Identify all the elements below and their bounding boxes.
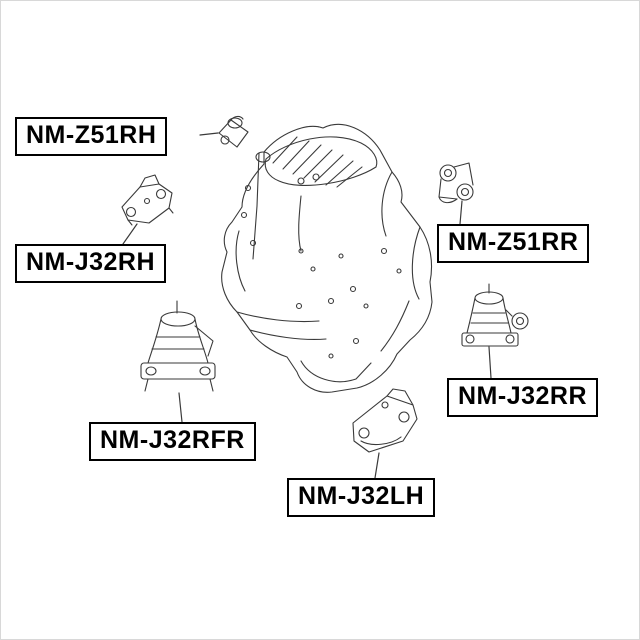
part-label-nm-j32rh: NM-J32RH xyxy=(15,244,167,283)
part-nm-j32lh-drawing xyxy=(352,388,418,453)
leader-j32lh xyxy=(374,452,380,479)
engine-drawing xyxy=(221,123,433,393)
leader-j32rr xyxy=(488,346,492,379)
part-label-nm-j32rr: NM-J32RR xyxy=(447,378,599,417)
part-label-nm-z51rr: NM-Z51RR xyxy=(437,224,590,263)
leader-z51rr xyxy=(459,200,463,225)
part-nm-j32rh-drawing xyxy=(121,174,174,226)
part-nm-z51rr-drawing xyxy=(438,162,474,204)
leader-lines xyxy=(122,132,492,479)
leader-z51rh xyxy=(199,132,219,136)
leader-j32rh xyxy=(122,223,138,245)
part-label-nm-z51rh: NM-Z51RH xyxy=(15,117,168,156)
part-label-nm-j32lh: NM-J32LH xyxy=(287,478,436,517)
part-nm-j32rr-drawing xyxy=(461,283,529,347)
part-nm-z51rh-drawing xyxy=(218,115,249,148)
part-nm-j32rfr-drawing xyxy=(140,300,216,392)
part-label-nm-j32rfr: NM-J32RFR xyxy=(89,422,256,461)
leader-j32rfr xyxy=(178,392,183,423)
